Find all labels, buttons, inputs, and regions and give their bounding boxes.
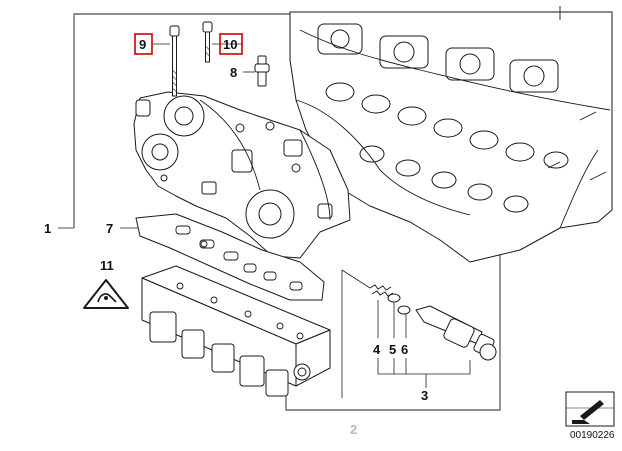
warning-triangle-icon [83,279,129,309]
gasket-7 [135,213,325,301]
callout-2: 2 [350,422,357,437]
callout-9: 9 [139,37,146,52]
callout-1: 1 [44,221,51,236]
callout-9-highlight-box [134,33,153,55]
valve-block-2 [141,265,331,397]
callout-8: 8 [230,65,237,80]
callout-4: 4 [373,342,381,357]
cylinder-head [289,6,613,263]
callout-6: 6 [401,342,408,357]
leader-lines [58,43,500,411]
callout-3: 3 [421,388,428,403]
callout-5: 5 [389,342,396,357]
callout-11: 11 [100,258,114,273]
callout-10: 10 [223,37,237,52]
callout-10-highlight-box [219,33,243,55]
bolt-10 [202,21,213,63]
catalog-number: 00190226 [570,430,615,441]
spring-4 [369,284,394,297]
callouts: 9 10 8 7 1 11 4 5 6 3 2 [44,33,428,437]
callout-7: 7 [106,221,113,236]
o-ring-6 [397,305,411,315]
bolt-9 [169,25,180,97]
catalog-reference: 00190226 [565,391,615,441]
camshaft-towers [317,23,559,93]
arrow-down-left-icon [566,400,614,424]
lifter-bores [325,82,569,213]
solenoid-valve-3 [415,305,497,361]
stud-8 [254,55,270,87]
vanos-unit-housing [133,91,351,259]
o-ring-5 [387,293,401,303]
